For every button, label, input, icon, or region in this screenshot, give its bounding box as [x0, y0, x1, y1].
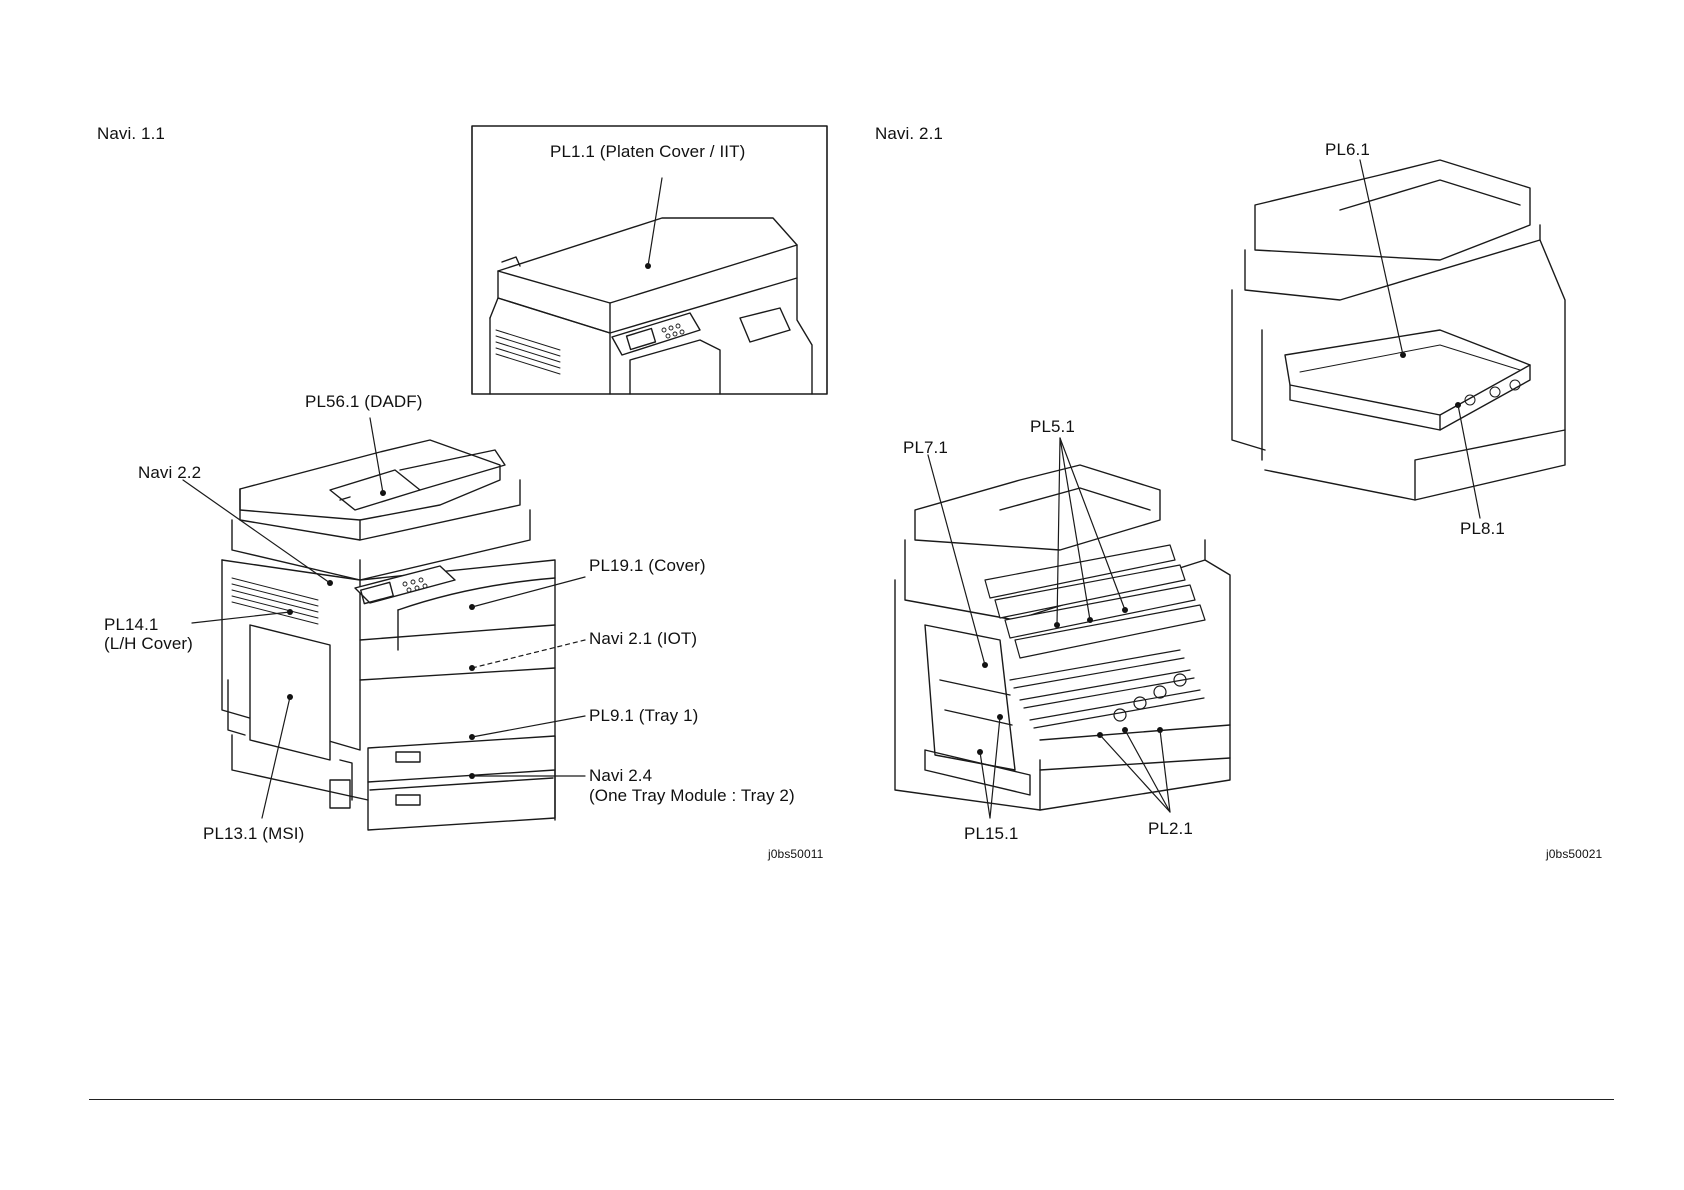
- footer-rule: [89, 1099, 1614, 1100]
- left-panel-heading: Navi. 1.1: [97, 124, 165, 143]
- right-figure-id: j0bs50021: [1546, 845, 1602, 864]
- belt-printer-drawing: [1232, 160, 1565, 500]
- label-lh-cover-line1: PL14.1: [104, 615, 158, 634]
- label-cover: PL19.1 (Cover): [589, 556, 706, 575]
- label-dadf: PL56.1 (DADF): [305, 392, 423, 411]
- label-pl7-1: PL7.1: [903, 438, 948, 457]
- label-pl2-1: PL2.1: [1148, 819, 1193, 838]
- label-iot: Navi 2.1 (IOT): [589, 629, 697, 648]
- label-lh-cover-line2: (L/H Cover): [104, 634, 193, 653]
- label-pl5-1: PL5.1: [1030, 417, 1075, 436]
- inset-label-platen-cover: PL1.1 (Platen Cover / IIT): [550, 142, 745, 161]
- label-tray-1: PL9.1 (Tray 1): [589, 706, 698, 725]
- label-pl6-1: PL6.1: [1325, 140, 1370, 159]
- label-pl15-1: PL15.1: [964, 824, 1018, 843]
- right-panel-heading: Navi. 2.1: [875, 124, 943, 143]
- label-navi-2-2: Navi 2.2: [138, 463, 201, 482]
- label-navi-2-4-line2: (One Tray Module : Tray 2): [589, 786, 795, 805]
- left-figure-id: j0bs50011: [768, 845, 823, 864]
- main-printer-drawing: [222, 440, 555, 830]
- label-pl8-1: PL8.1: [1460, 519, 1505, 538]
- label-msi: PL13.1 (MSI): [203, 824, 304, 843]
- label-navi-2-4-line1: Navi 2.4: [589, 766, 652, 785]
